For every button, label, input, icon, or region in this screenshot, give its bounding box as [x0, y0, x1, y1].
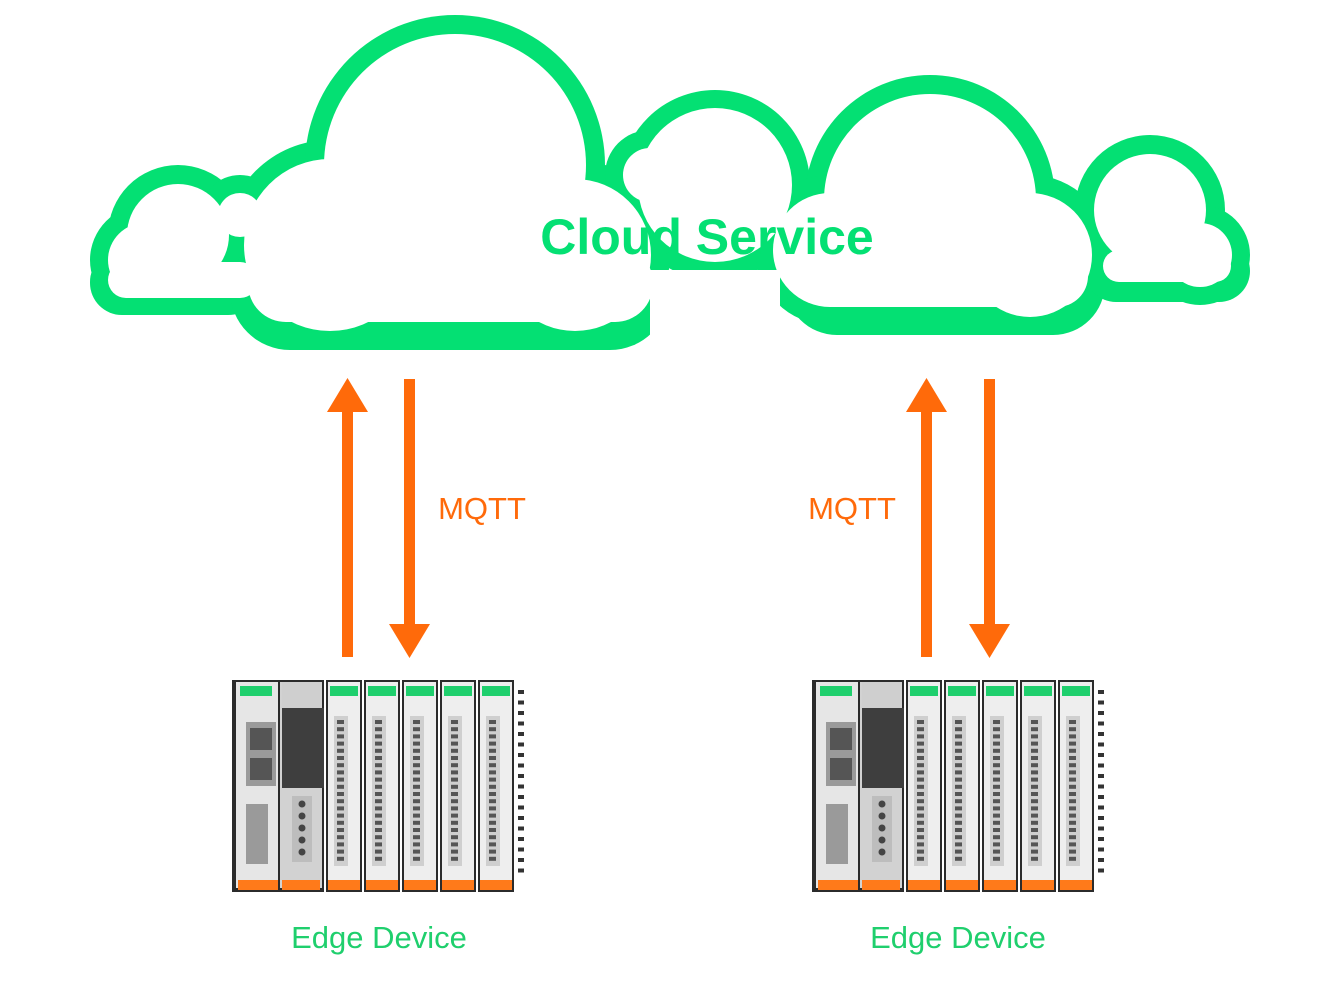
edge-device-label-left: Edge Device: [291, 920, 467, 955]
module-brand-tag: [368, 686, 396, 696]
serial-port: [246, 804, 268, 864]
module-brand-tag: [1024, 686, 1052, 696]
edge-device-right: [812, 680, 1104, 892]
module-brand-tag: [910, 686, 938, 696]
serial-port: [826, 804, 848, 864]
module-brand-tag: [986, 686, 1014, 696]
cloud-title: Cloud Service: [540, 209, 873, 265]
arrow-up-right: [906, 378, 947, 657]
module-brand-tag: [444, 686, 472, 696]
mqtt-label-right: MQTT: [808, 491, 896, 526]
arrow-down-left: [389, 379, 430, 658]
edge-device-left: [232, 680, 524, 892]
arrow-down-right: [969, 379, 1010, 658]
cloud-shape: [90, 15, 1250, 390]
mqtt-label-left: MQTT: [438, 491, 526, 526]
module-brand-tag: [330, 686, 358, 696]
module-brand-tag: [406, 686, 434, 696]
module-brand-tag: [1062, 686, 1090, 696]
edge-device-label-right: Edge Device: [870, 920, 1046, 955]
module-brand-tag: [482, 686, 510, 696]
arrow-up-left: [327, 378, 368, 657]
module-brand-tag: [948, 686, 976, 696]
